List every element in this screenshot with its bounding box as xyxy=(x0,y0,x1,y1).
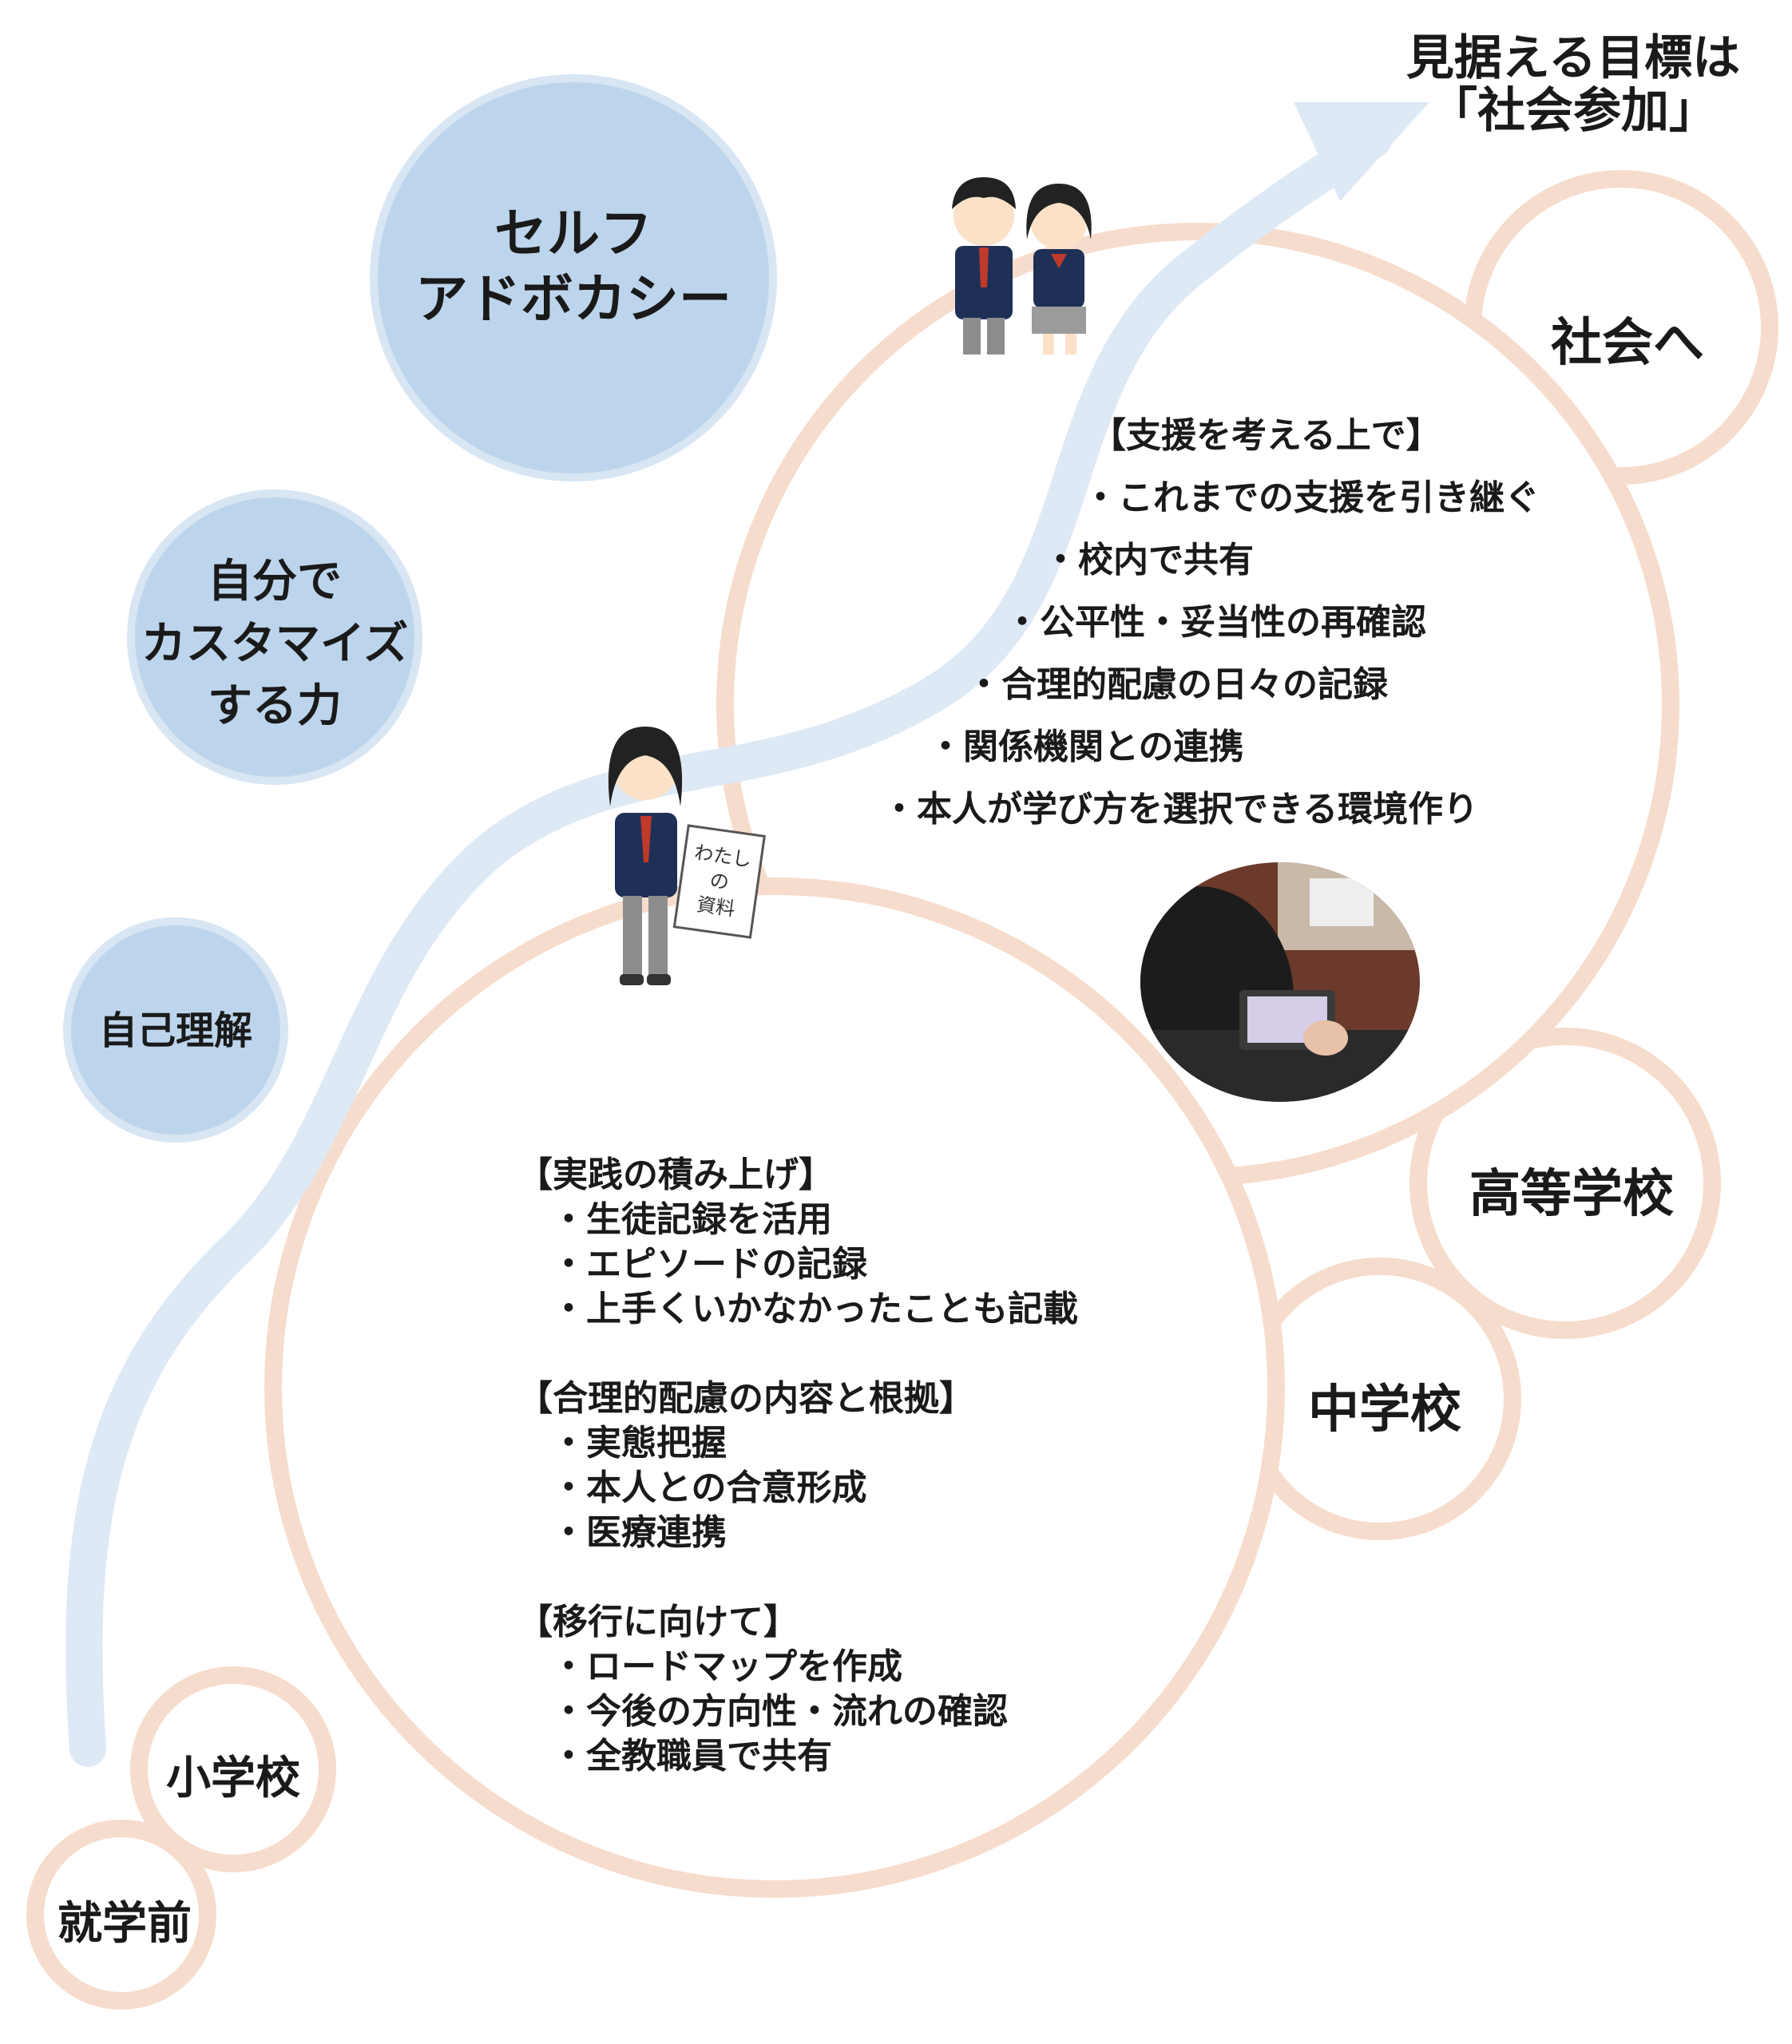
high-school-item-5: ・関係機関との連携 xyxy=(928,727,1244,767)
high-school-item-3: ・公平性・妥当性の再確認 xyxy=(1005,602,1426,643)
high-school-item-2: ・校内で共有 xyxy=(1043,540,1254,580)
document-sign-line3: 資料 xyxy=(696,893,736,921)
jh-section-3-heading: 【移行に向けて】 xyxy=(517,1602,799,1642)
customize-line3: する力 xyxy=(207,680,342,732)
self-advocacy-label: セルフ アドボカシー xyxy=(415,201,731,332)
stage-label-elementary: 小学校 xyxy=(166,1753,300,1804)
stage-circle-preschool xyxy=(26,1820,216,2010)
customize-label: 自分で カスタマイズ する力 xyxy=(141,551,408,738)
stage-circle-elementary xyxy=(130,1666,336,1872)
stage-circle-high-school xyxy=(1409,1028,1721,1339)
jh-section-3-item-2: ・今後の方向性・流れの確認 xyxy=(551,1691,1008,1732)
self-advocacy-line1: セルフ xyxy=(494,203,652,264)
jh-section-2-item-1: ・実態把握 xyxy=(551,1423,727,1464)
skill-circle-self-advocacy xyxy=(370,74,777,481)
jh-section-1-item-3: ・上手くいかなかったことも記載 xyxy=(551,1289,1078,1329)
stage-label-society: 社会へ xyxy=(1551,314,1704,373)
skill-circle-self-understanding xyxy=(63,917,288,1143)
stage-label-junior-high: 中学校 xyxy=(1308,1380,1461,1440)
illustration-student-with-document: わたし の 資料 xyxy=(608,727,766,985)
flow-arrow-head xyxy=(1294,102,1429,201)
high-school-item-4: ・合理的配慮の日々の記録 xyxy=(966,664,1388,705)
photo-student-tablet xyxy=(1140,862,1420,1102)
jh-section-2-item-3: ・医療連携 xyxy=(551,1512,727,1553)
jh-section-1-item-2: ・エピソードの記録 xyxy=(551,1244,867,1285)
junior-high-main-circle xyxy=(264,877,1285,1898)
jh-section-3-item-3: ・全教職員で共有 xyxy=(551,1736,832,1777)
stage-label-preschool: 就学前 xyxy=(57,1898,192,1950)
document-sign-line2: の xyxy=(708,869,731,894)
goal-line2: 「社会参加」 xyxy=(1429,83,1717,139)
goal-line1: 見据える目標は xyxy=(1405,30,1741,86)
self-understanding-label: 自己理解 xyxy=(98,1008,253,1053)
jh-section-3-item-1: ・ロードマップを作成 xyxy=(551,1646,902,1687)
illustration-students-pair xyxy=(952,177,1092,355)
junior-high-content: 【実践の積み上げ】 ・生徒記録を活用 ・エピソードの記録 ・上手くいかなかったこ… xyxy=(517,1153,1078,1779)
customize-line2: カスタマイズ xyxy=(141,618,409,670)
customize-line1: 自分で xyxy=(207,556,342,608)
jh-section-2-item-2: ・本人との合意形成 xyxy=(551,1468,867,1508)
jh-section-1-heading: 【実践の積み上げ】 xyxy=(517,1155,834,1195)
goal-heading: 見据える目標は 「社会参加」 xyxy=(1406,32,1740,137)
high-school-item-6: ・本人が学び方を選択できる環境作り xyxy=(882,789,1479,830)
self-advocacy-line2: アドボカシー xyxy=(415,268,731,330)
high-school-item-1: ・これまでの支援を引き継ぐ xyxy=(1083,477,1540,518)
jh-section-2-heading: 【合理的配慮の内容と根拠】 xyxy=(517,1378,974,1419)
stage-label-high-school: 高等学校 xyxy=(1469,1165,1674,1224)
high-school-heading: 【支援を考える上で】 xyxy=(1091,415,1441,456)
jh-section-1-item-1: ・生徒記録を活用 xyxy=(551,1199,832,1240)
skill-circle-customize xyxy=(127,489,422,785)
